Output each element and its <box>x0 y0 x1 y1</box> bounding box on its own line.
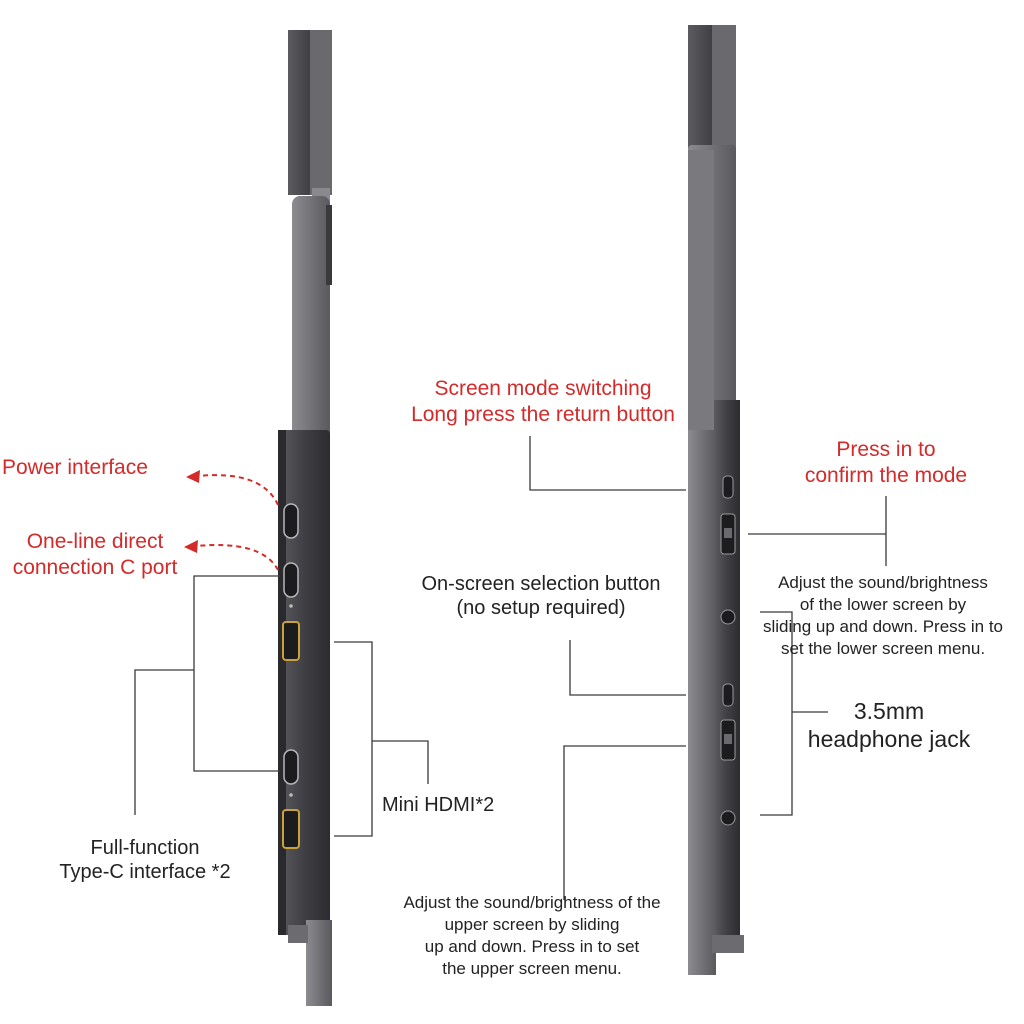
selection-button-label: On-screen selection button (no setup req… <box>421 573 661 620</box>
lower-screen-adjust-label: Adjust the sound/brightness of the lower… <box>762 573 1004 659</box>
type-c-label: Full-function Type-C interface *2 <box>59 837 231 884</box>
press-in-label: Press in to confirm the mode <box>804 438 968 487</box>
left-monitor-icon <box>278 30 332 1006</box>
mini-hdmi-label: Mini HDMI*2 <box>382 794 495 816</box>
c-port-arrow-icon <box>184 540 279 571</box>
right-monitor-icon <box>688 25 744 975</box>
headphone-jack-label: 3.5mm headphone jack <box>807 698 971 753</box>
right-leader-lines <box>529 436 887 900</box>
c-port-label: One-line direct connection C port <box>12 530 178 579</box>
upper-screen-adjust-label: Adjust the sound/brightness of the upper… <box>403 893 661 979</box>
power-interface-arrow-icon <box>186 470 279 506</box>
screen-mode-label: Screen mode switching Long press the ret… <box>411 377 675 426</box>
power-interface-label: Power interface <box>2 456 148 479</box>
left-leader-lines <box>134 575 429 837</box>
